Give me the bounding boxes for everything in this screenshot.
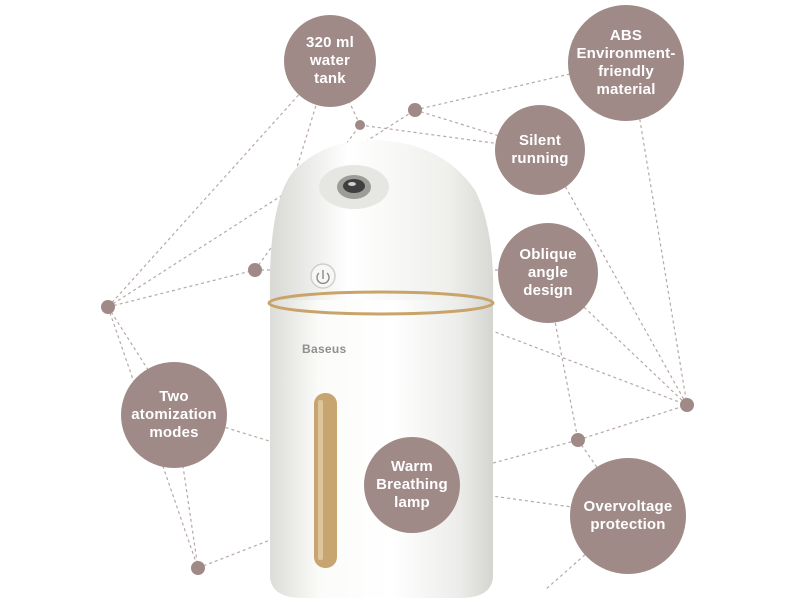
network-node	[408, 103, 422, 117]
mist-nozzle-glint	[348, 182, 356, 186]
feature-label: Overvoltage protection	[583, 498, 673, 533]
feature-breathing-lamp: Warm Breathing lamp	[364, 437, 460, 533]
feature-label: 320 ml water tank	[306, 34, 354, 87]
feature-label: Warm Breathing lamp	[376, 458, 448, 511]
feature-label: ABS Environment- friendly material	[576, 27, 676, 98]
feature-overvoltage: Overvoltage protection	[570, 458, 686, 574]
network-node	[571, 433, 585, 447]
feature-atomization-modes: Two atomization modes	[121, 362, 227, 468]
feature-silent-running: Silent running	[495, 105, 585, 195]
gold-ring	[267, 290, 495, 316]
feature-water-tank: 320 ml water tank	[284, 15, 376, 107]
feature-label: Oblique angle design	[519, 246, 577, 299]
mist-nozzle-inner	[343, 179, 365, 193]
device-cap	[269, 140, 494, 300]
water-level-window	[314, 393, 337, 568]
feature-label: Two atomization modes	[131, 388, 217, 441]
network-node	[355, 120, 365, 130]
feature-label: Silent running	[511, 132, 569, 167]
feature-oblique-angle: Oblique angle design	[498, 223, 598, 323]
network-node	[191, 561, 205, 575]
network-node	[101, 300, 115, 314]
feature-abs-material: ABS Environment- friendly material	[568, 5, 684, 121]
network-node	[680, 398, 694, 412]
network-node	[248, 263, 262, 277]
humidifier-device	[267, 140, 495, 598]
brand-logo: Baseus	[302, 342, 347, 356]
network-nodes	[101, 103, 694, 575]
